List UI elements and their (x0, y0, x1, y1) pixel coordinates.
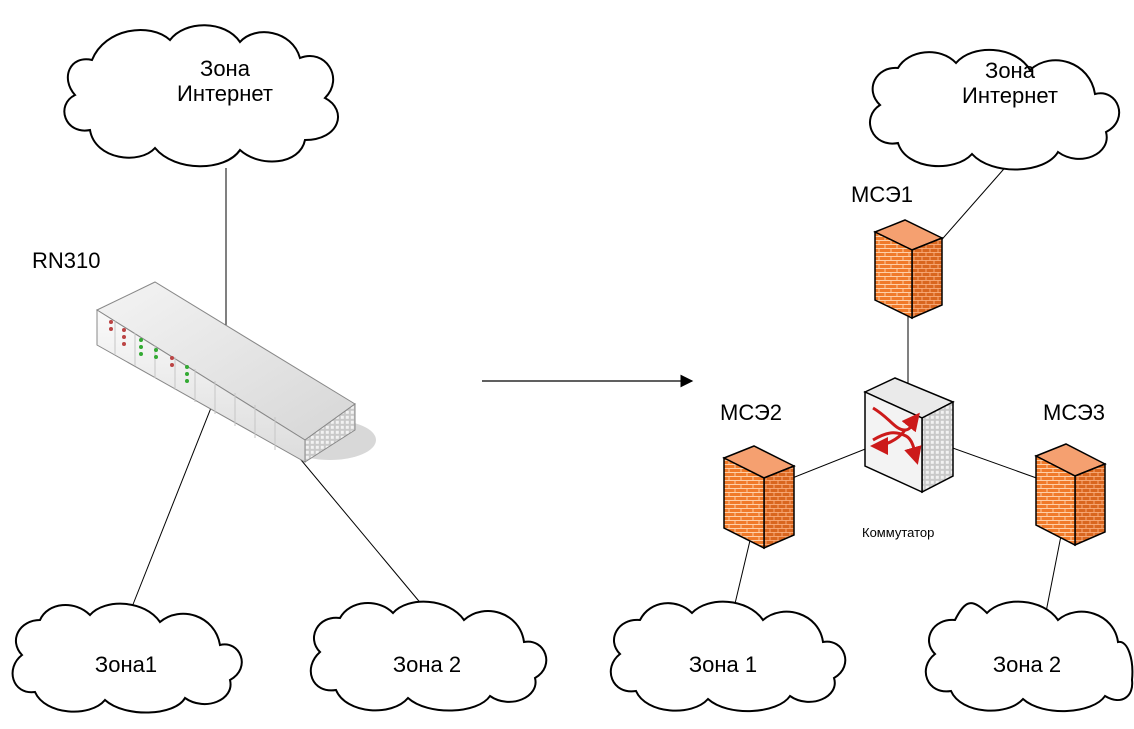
right-internet-zone-label: Зона Интернет (962, 58, 1058, 109)
left-internet-zone-label: Зона Интернет (177, 56, 273, 107)
router-label: RN310 (32, 248, 101, 273)
firewall2-label: МСЭ2 (720, 400, 783, 425)
firewall-icon (1034, 443, 1107, 547)
cloud-icon (309, 600, 548, 712)
switch-label: Коммутатор (862, 525, 935, 540)
firewall-icon (873, 219, 944, 320)
right-zone2-label: Зона 2 (992, 652, 1062, 677)
right-zone1-label: Зона 1 (688, 652, 758, 677)
cloud-icon (63, 24, 339, 168)
firewall1-label: МСЭ1 (851, 182, 914, 207)
left-zone1-label: Зона1 (94, 652, 158, 677)
left-zone2-label: Зона 2 (392, 652, 462, 677)
cloud-icon (924, 600, 1134, 712)
firewall3-label: МСЭ3 (1043, 400, 1106, 425)
switch-icon (863, 377, 955, 494)
cloud-icon (869, 49, 1121, 171)
firewall-icon (722, 445, 796, 550)
router-icon (95, 281, 376, 463)
cloud-icon (609, 600, 847, 712)
cloud-icon (11, 602, 243, 714)
